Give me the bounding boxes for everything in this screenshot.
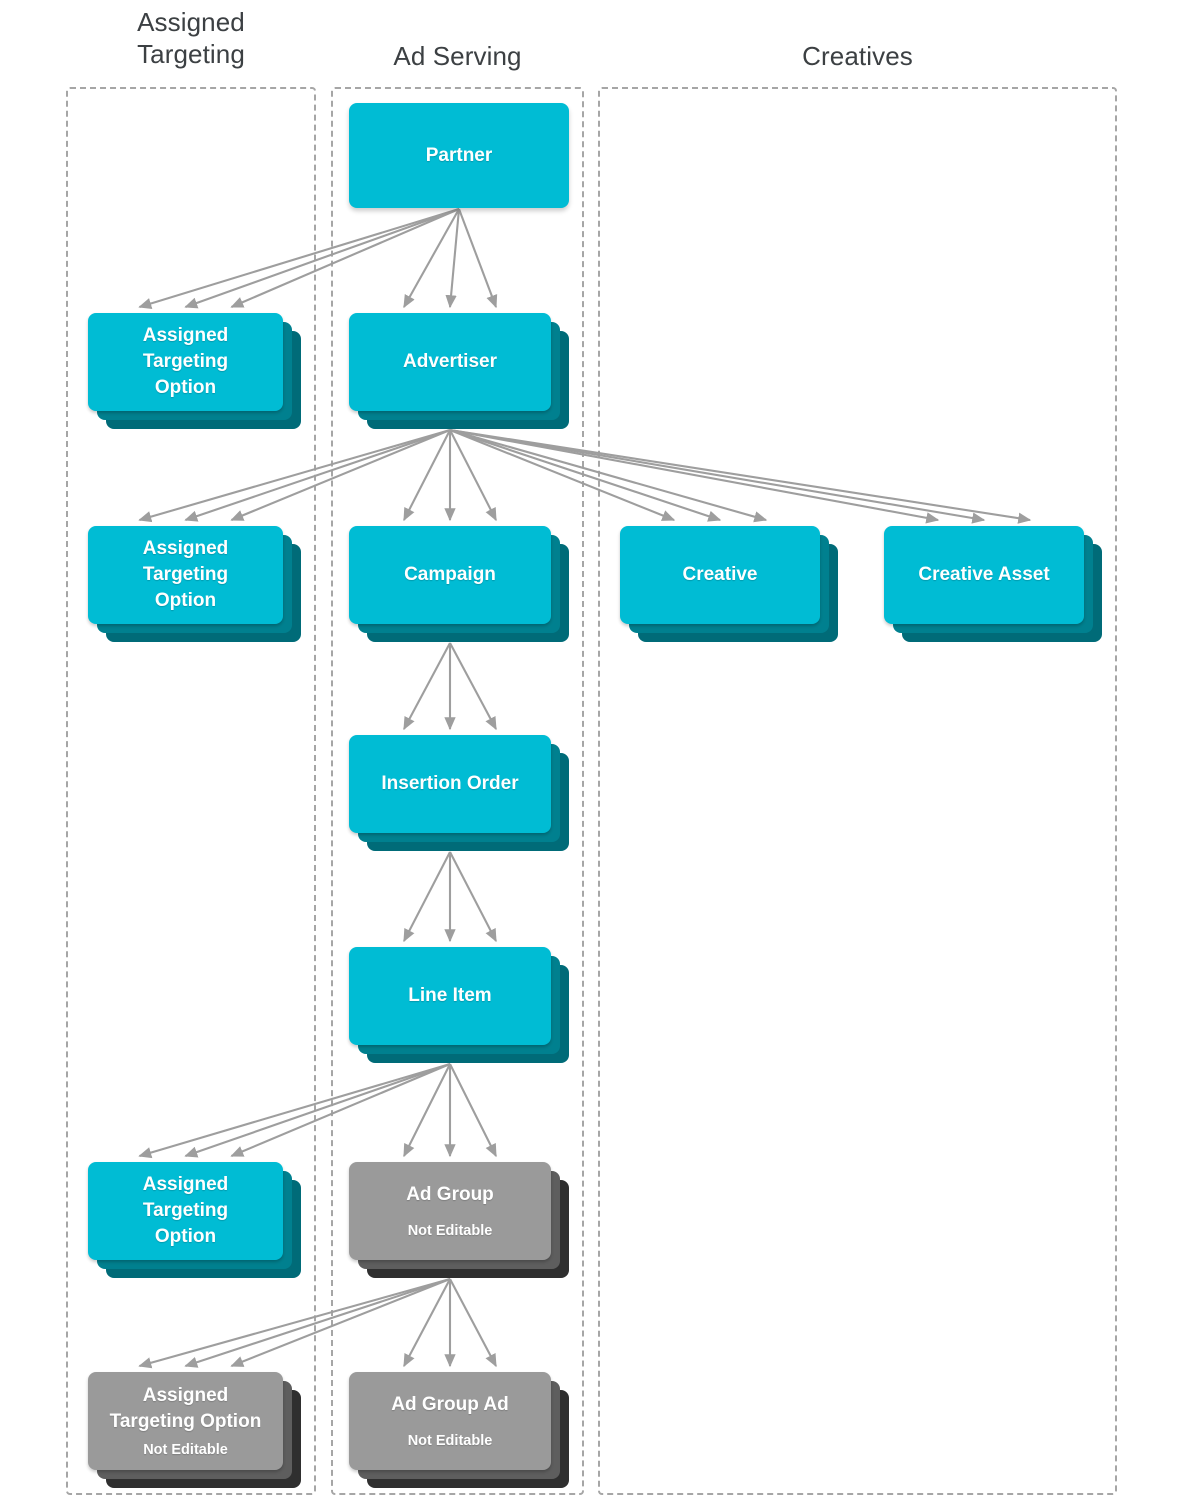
node-campaign[interactable]: Campaign: [349, 526, 569, 644]
node-label-line-2: Targeting Option: [109, 1411, 262, 1432]
node-creative-asset-card[interactable]: Creative Asset: [884, 526, 1084, 624]
node-insertion-order-card[interactable]: Insertion Order: [349, 735, 551, 833]
node-label: Creative Asset: [918, 564, 1050, 585]
node-ad-group-ad-card[interactable]: Ad Group Ad Not Editable: [349, 1372, 551, 1470]
node-creative[interactable]: Creative: [620, 526, 838, 644]
node-assigned-targeting-option-1[interactable]: Assigned Targeting Option: [88, 313, 303, 431]
node-assigned-targeting-option-3[interactable]: Assigned Targeting Option: [88, 1162, 303, 1280]
node-campaign-card[interactable]: Campaign: [349, 526, 551, 624]
node-label-line-3: Option: [154, 377, 217, 398]
column-header-line-1: Creatives: [802, 41, 913, 71]
node-line-item[interactable]: Line Item: [349, 947, 569, 1065]
node-partner-card[interactable]: Partner: [349, 103, 569, 208]
node-label: Creative: [682, 564, 758, 585]
column-header-ad-serving: Ad Serving: [331, 40, 584, 72]
node-assigned-targeting-option-4-card[interactable]: Assigned Targeting Option Not Editable: [88, 1372, 283, 1470]
node-label: Line Item: [408, 985, 492, 1006]
node-label-line-1: Assigned: [142, 1385, 229, 1406]
node-label: Ad Group: [406, 1184, 494, 1205]
column-header-line-1: Ad Serving: [393, 41, 522, 71]
node-ad-group-card[interactable]: Ad Group Not Editable: [349, 1162, 551, 1260]
node-badge-not-editable: Not Editable: [407, 1223, 493, 1239]
node-ad-group[interactable]: Ad Group Not Editable: [349, 1162, 569, 1280]
node-label: Campaign: [404, 564, 496, 585]
node-badge-not-editable: Not Editable: [143, 1442, 228, 1458]
node-label-line-2: Targeting: [142, 1200, 229, 1221]
node-label: Assigned Targeting Option: [135, 323, 237, 401]
node-advertiser[interactable]: Advertiser: [349, 313, 569, 431]
node-assigned-targeting-option-4[interactable]: Assigned Targeting Option Not Editable: [88, 1372, 303, 1490]
node-label-line-1: Assigned: [142, 1174, 229, 1195]
node-ad-group-ad[interactable]: Ad Group Ad Not Editable: [349, 1372, 569, 1490]
node-label-line-1: Assigned: [142, 325, 229, 346]
column-header-line-2: Targeting: [137, 39, 245, 69]
node-advertiser-card[interactable]: Advertiser: [349, 313, 551, 411]
node-label: Assigned Targeting Option: [102, 1383, 270, 1435]
node-label-line-3: Option: [154, 1226, 217, 1247]
node-partner-label: Partner: [425, 144, 493, 166]
node-badge-not-editable: Not Editable: [407, 1433, 493, 1449]
node-label: Assigned Targeting Option: [135, 536, 237, 614]
node-assigned-targeting-option-2[interactable]: Assigned Targeting Option: [88, 526, 303, 644]
node-label-line-1: Assigned: [142, 538, 229, 559]
node-label: Assigned Targeting Option: [135, 1172, 237, 1250]
node-line-item-card[interactable]: Line Item: [349, 947, 551, 1045]
node-label-line-3: Option: [154, 590, 217, 611]
node-assigned-targeting-option-3-card[interactable]: Assigned Targeting Option: [88, 1162, 283, 1260]
node-label: Advertiser: [403, 351, 497, 372]
node-insertion-order[interactable]: Insertion Order: [349, 735, 569, 853]
column-header-line-1: Assigned: [137, 7, 245, 37]
group-box-creatives: [598, 87, 1117, 1495]
node-creative-card[interactable]: Creative: [620, 526, 820, 624]
node-partner[interactable]: Partner: [349, 103, 569, 213]
column-header-assigned-targeting: Assigned Targeting: [66, 6, 316, 70]
group-box-ad-serving: [331, 87, 584, 1495]
node-creative-asset[interactable]: Creative Asset: [884, 526, 1102, 644]
column-header-creatives: Creatives: [598, 40, 1117, 72]
node-assigned-targeting-option-2-card[interactable]: Assigned Targeting Option: [88, 526, 283, 624]
node-label-line-2: Targeting: [142, 564, 229, 585]
node-label-line-2: Targeting: [142, 351, 229, 372]
node-assigned-targeting-option-1-card[interactable]: Assigned Targeting Option: [88, 313, 283, 411]
node-label: Ad Group Ad: [391, 1394, 509, 1415]
node-label: Insertion Order: [381, 773, 519, 794]
group-box-assigned-targeting: [66, 87, 316, 1495]
